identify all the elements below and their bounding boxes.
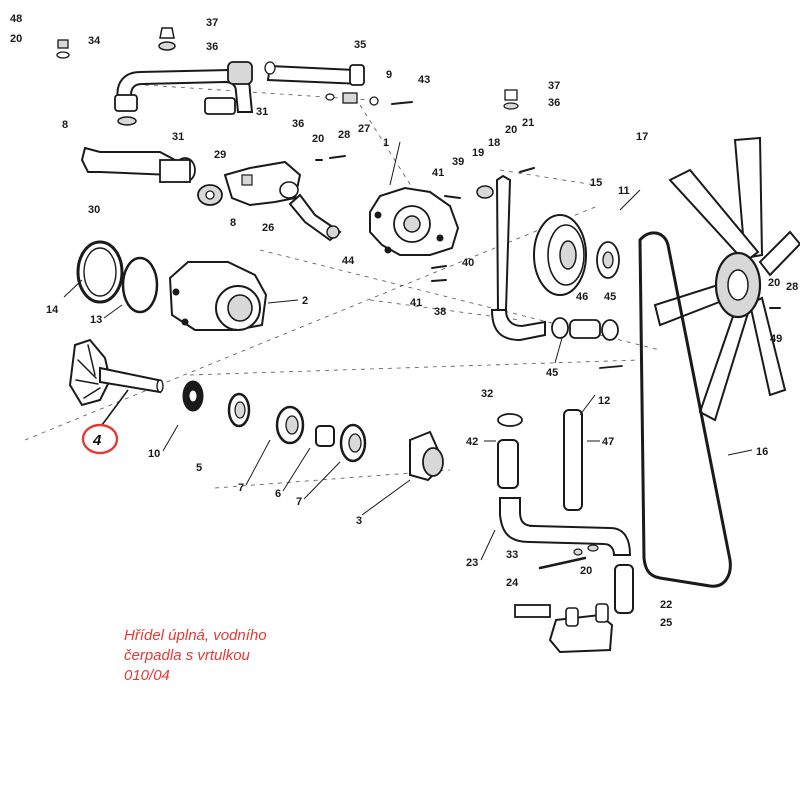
callout-7: 7: [238, 482, 244, 494]
top-water-pipe-assembly: [56, 27, 413, 126]
callout-36: 36: [206, 41, 218, 53]
callout-28: 28: [786, 281, 798, 293]
callout-31: 31: [256, 106, 268, 118]
callout-11: 11: [618, 185, 630, 197]
callout-19: 19: [472, 147, 484, 159]
callout-30: 30: [88, 204, 100, 216]
callout-14: 14: [46, 304, 59, 316]
callout-39: 39: [452, 156, 464, 168]
pipe-junction: [514, 603, 614, 654]
callout-leader-lines: [63, 141, 753, 561]
callout-8: 8: [62, 119, 68, 131]
callout-22: 22: [660, 599, 672, 611]
callout-13: 13: [90, 314, 102, 326]
callout-18: 18: [488, 137, 500, 149]
callout-47: 47: [602, 436, 614, 448]
highlight-ring: [81, 423, 119, 455]
callout-15: 15: [590, 177, 602, 189]
callout-labels: 48 20 34 37 36 35 9 43 37 36 8 31 31 36 …: [10, 13, 798, 629]
callout-28: 28: [338, 129, 350, 141]
callout-36: 36: [292, 118, 304, 130]
callout-20: 20: [10, 33, 22, 45]
callout-48: 48: [10, 13, 22, 25]
callout-37: 37: [548, 80, 560, 92]
callout-41: 41: [410, 297, 422, 309]
callout-20: 20: [768, 277, 780, 289]
callout-29: 29: [214, 149, 226, 161]
callout-20: 20: [312, 133, 324, 145]
callout-34: 34: [88, 35, 101, 47]
pump-housing: [369, 186, 461, 282]
caption-line-3: 010/04: [124, 667, 170, 684]
callout-7: 7: [296, 496, 302, 508]
caption-line-1: Hřídel úplná, vodního: [124, 627, 267, 644]
callout-46: 46: [576, 291, 588, 303]
callout-40: 40: [462, 257, 474, 269]
callout-42: 42: [466, 436, 478, 448]
callout-3: 3: [356, 515, 362, 527]
callout-31: 31: [172, 131, 184, 143]
callout-49: 49: [770, 333, 782, 345]
callout-23: 23: [466, 557, 478, 569]
callout-44: 44: [342, 255, 355, 267]
cooling-fan: [638, 136, 800, 588]
callout-25: 25: [660, 617, 672, 629]
highlight-number: 4: [92, 432, 102, 449]
callout-6: 6: [275, 488, 281, 500]
callout-1: 1: [383, 137, 389, 149]
pump-shaft-with-impeller: [68, 338, 444, 482]
pipes-and-hoses: [497, 409, 634, 614]
callout-26: 26: [262, 222, 274, 234]
callout-33: 33: [506, 549, 518, 561]
callout-37: 37: [206, 17, 218, 29]
callout-17: 17: [636, 131, 648, 143]
callout-35: 35: [354, 39, 366, 51]
callout-24: 24: [506, 577, 519, 589]
caption-line-2: čerpadla s vrtulkou: [124, 647, 250, 664]
callout-8: 8: [230, 217, 236, 229]
callout-27: 27: [358, 123, 370, 135]
callout-43: 43: [418, 74, 430, 86]
callout-16: 16: [756, 446, 768, 458]
callout-5: 5: [196, 462, 202, 474]
callout-10: 10: [148, 448, 160, 460]
callout-20: 20: [505, 124, 517, 136]
callout-20: 20: [580, 565, 592, 577]
callout-2: 2: [302, 295, 308, 307]
callout-36: 36: [548, 97, 560, 109]
callout-12: 12: [598, 395, 610, 407]
callout-45: 45: [546, 367, 558, 379]
gaskets-and-cover: [76, 240, 268, 331]
callout-21: 21: [522, 117, 534, 129]
highlighted-part-callout: 4: [81, 389, 129, 455]
fan-pulley: [533, 214, 620, 296]
part-caption: Hřídel úplná, vodního čerpadla s vrtulko…: [124, 626, 267, 686]
hose-clamps: [551, 317, 623, 369]
callout-9: 9: [386, 69, 392, 81]
callout-45: 45: [604, 291, 616, 303]
thermostat-housing-pipes: [80, 146, 346, 242]
bypass-tube: [476, 89, 546, 342]
callout-32: 32: [481, 388, 493, 400]
callout-38: 38: [434, 306, 446, 318]
callout-41: 41: [432, 167, 444, 179]
